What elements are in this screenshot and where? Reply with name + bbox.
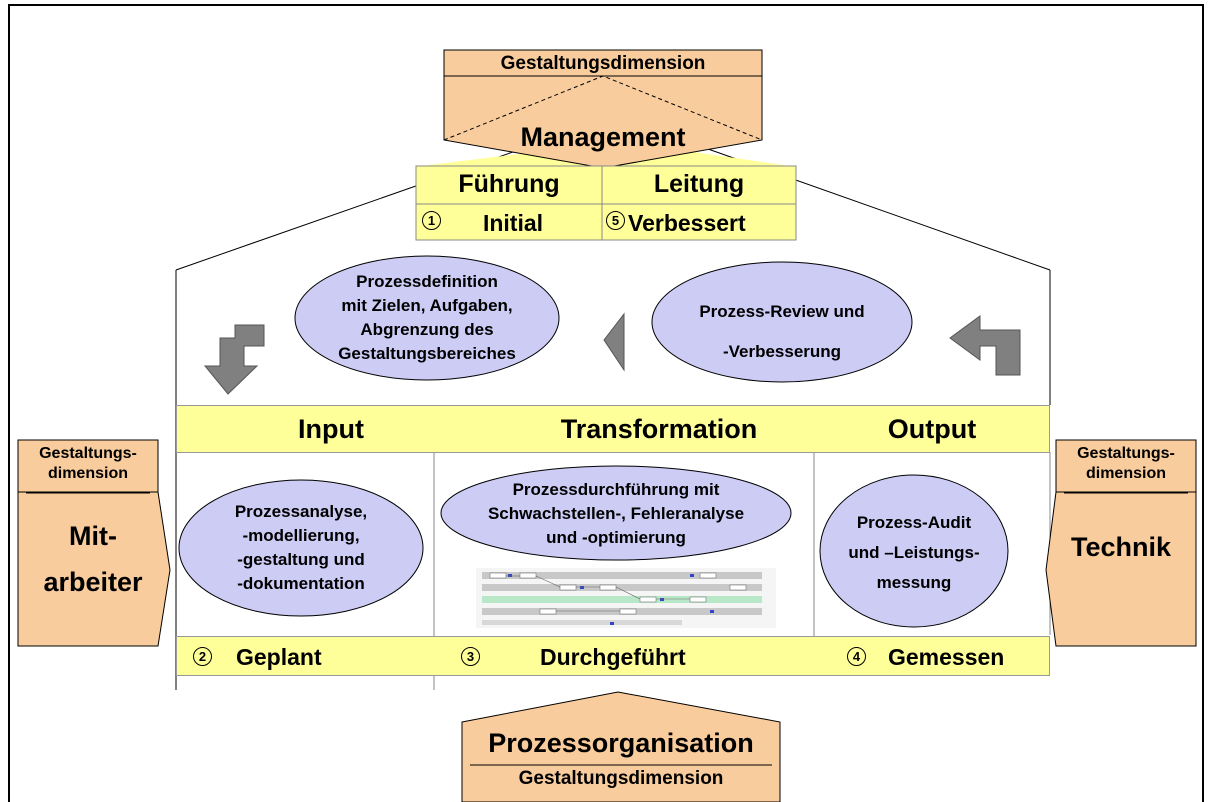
- left-dim-shape: [17, 491, 171, 647]
- text-line: Prozessanalyse,: [234, 502, 368, 521]
- text-line: Abgrenzung des: [360, 320, 494, 339]
- right-dim-label: Gestaltungs- dimension: [1056, 444, 1196, 484]
- text-line: Prozessdurchführung mit: [512, 480, 720, 499]
- stage-band: [176, 636, 1050, 676]
- bent-arrow-up-right: [949, 315, 1021, 376]
- process-analysis-text: Prozessanalyse, -modellierung, -gestaltu…: [179, 500, 423, 596]
- roof-right-line: [659, 131, 1051, 271]
- header-band: [176, 405, 1050, 453]
- process-execution-text: Prozessdurchführung mit Schwachstellen-,…: [441, 478, 791, 550]
- text-line: und –Leistungs-: [848, 543, 980, 562]
- col-leitung: Leitung: [653, 170, 745, 198]
- mgmt-table: [415, 165, 797, 241]
- stage-verbessert: Verbessert: [628, 210, 746, 236]
- mgmt-title: Management: [520, 122, 686, 152]
- header-input: Input: [298, 414, 364, 444]
- right-dim-label-box: [1055, 439, 1197, 493]
- text-line: -dokumentation: [237, 574, 365, 593]
- mgmt-pentagon: [443, 75, 763, 169]
- text-line: Gestaltungs-: [1077, 445, 1175, 462]
- mgmt-dimension-label: Gestaltungsdimension: [500, 53, 706, 74]
- ellipse-process-definition: [294, 255, 560, 381]
- text-line: -gestaltung und: [237, 550, 365, 569]
- process-review-text: Prozess-Review und -Verbesserung: [652, 292, 912, 372]
- mgmt-dashed-line: [443, 75, 763, 141]
- ellipse-process-audit: [819, 474, 1009, 628]
- process-definition-text: Prozessdefinition mit Zielen, Aufgaben, …: [295, 270, 559, 366]
- process-flow-thumbnail: [476, 568, 776, 628]
- header-output: Output: [887, 414, 977, 444]
- text-line: Gestaltungs-: [39, 445, 137, 462]
- text-line: arbeiter: [43, 567, 143, 597]
- stage-num-2: 2: [193, 647, 212, 666]
- text-line: Prozessdefinition: [356, 272, 498, 291]
- diagram-frame: [8, 4, 1204, 802]
- stage-num-1: 1: [422, 211, 441, 230]
- text-line: messung: [876, 573, 952, 592]
- text-line: Schwachstellen-, Fehleranalyse: [487, 504, 745, 523]
- left-dim-label-box: [17, 439, 159, 493]
- right-dim-title: Technik: [1070, 532, 1172, 562]
- bottom-dim-shape: [461, 691, 781, 802]
- text-line: dimension: [1085, 465, 1166, 482]
- process-audit-text: Prozess-Audit und –Leistungs- messung: [820, 508, 1008, 598]
- text-line: und -optimierung: [546, 528, 686, 547]
- text-line: Prozess-Audit: [856, 513, 972, 532]
- stage-geplant: Geplant: [236, 644, 322, 670]
- stage-num-3: 3: [461, 647, 480, 666]
- text-line: -Verbesserung: [722, 342, 842, 361]
- col-fuehrung: Führung: [458, 170, 560, 198]
- bottom-dim-label: Gestaltungsdimension: [518, 768, 724, 789]
- text-line: mit Zielen, Aufgaben,: [341, 296, 513, 315]
- left-dim-title: Mit- arbeiter: [18, 513, 168, 605]
- bent-arrow-down-left: [203, 324, 265, 395]
- arrow-left-triangle: [603, 312, 625, 372]
- text-line: Mit-: [69, 521, 117, 551]
- bottom-dim-title: Prozessorganisation: [488, 728, 754, 758]
- right-dim-shape: [1045, 491, 1197, 647]
- text-line: Gestaltungsbereiches: [338, 344, 516, 363]
- ellipse-process-review: [651, 261, 913, 383]
- ellipse-process-execution: [440, 465, 792, 561]
- left-dim-label: Gestaltungs- dimension: [18, 444, 158, 484]
- text-line: Prozess-Review und: [699, 302, 865, 321]
- ellipse-process-analysis: [178, 479, 424, 617]
- roof-left-line: [175, 131, 571, 271]
- stage-num-5: 5: [606, 211, 625, 230]
- stage-durchgefuehrt: Durchgeführt: [540, 644, 686, 670]
- text-line: dimension: [47, 465, 128, 482]
- stage-num-4: 4: [847, 647, 866, 666]
- header-transformation: Transformation: [560, 414, 758, 444]
- mgmt-dimension-box: [443, 49, 763, 77]
- stage-gemessen: Gemessen: [888, 644, 1005, 670]
- text-line: -modellierung,: [242, 526, 360, 545]
- stage-initial: Initial: [482, 210, 544, 236]
